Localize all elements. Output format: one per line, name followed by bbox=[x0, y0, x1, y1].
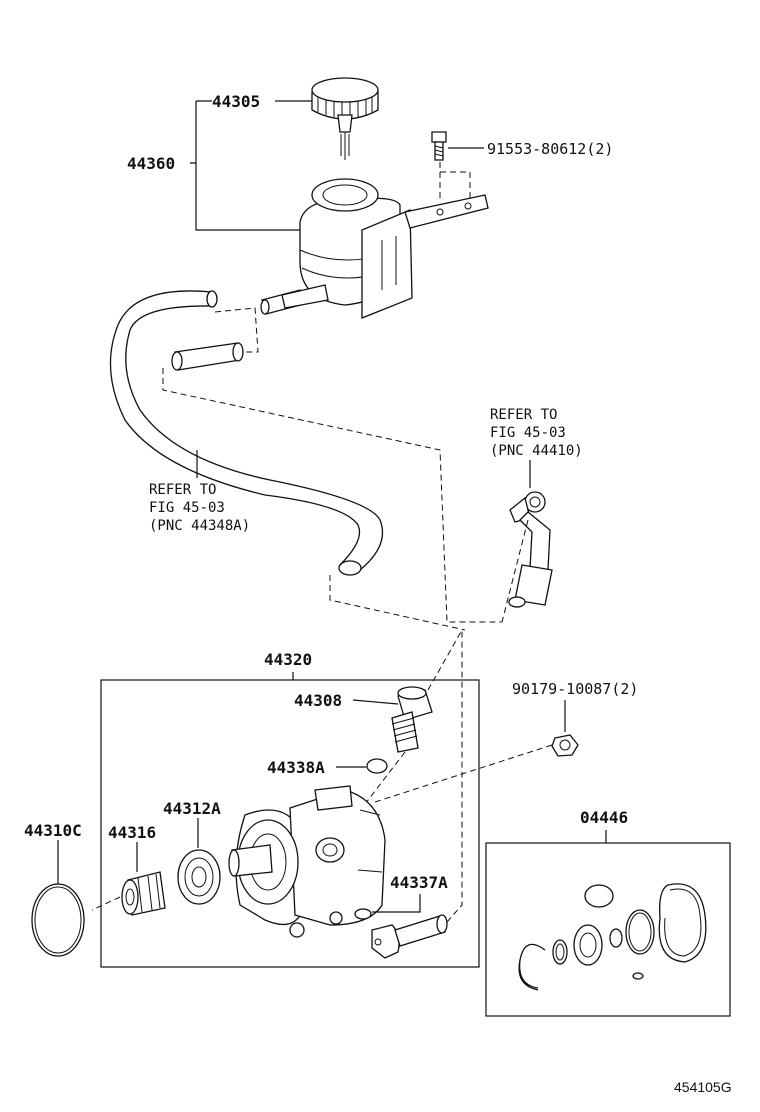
ref-return-line2: FIG 45-03 bbox=[149, 500, 225, 516]
ref-pressure-hose: REFER TO FIG 45-03 (PNC 44410) bbox=[490, 407, 583, 488]
label-44312A: 44312A bbox=[163, 799, 221, 818]
bolt-drawing bbox=[431, 131, 471, 202]
leader-44308: 44308 bbox=[294, 691, 399, 710]
leader-bolt: 91553-80612(2) bbox=[448, 140, 613, 158]
label-44316: 44316 bbox=[108, 823, 156, 842]
o-ring-44338A-drawing bbox=[366, 758, 388, 774]
gasket-ring-drawing bbox=[31, 883, 85, 957]
label-44310C: 44310C bbox=[24, 821, 82, 840]
pump-assembly-frame: 44320 bbox=[100, 650, 480, 968]
nut-drawing bbox=[374, 734, 579, 803]
reservoir-cap-drawing bbox=[311, 77, 379, 160]
label-04446: 04446 bbox=[580, 808, 628, 827]
leader-44360: 44360 bbox=[127, 100, 300, 231]
ref-pressure-line3: (PNC 44410) bbox=[490, 443, 583, 459]
label-bolt: 91553-80612(2) bbox=[487, 140, 613, 158]
ref-return-hose: REFER TO FIG 45-03 (PNC 44348A) bbox=[149, 450, 250, 534]
pump-body-drawing bbox=[228, 785, 386, 938]
label-44337A: 44337A bbox=[390, 873, 448, 892]
bearing-drawing bbox=[177, 849, 221, 905]
leader-44316: 44316 bbox=[108, 823, 156, 872]
pressure-hose-drawing bbox=[501, 491, 553, 623]
label-44305: 44305 bbox=[212, 92, 260, 111]
label-44308: 44308 bbox=[294, 691, 342, 710]
label-44360: 44360 bbox=[127, 154, 175, 173]
label-44320: 44320 bbox=[264, 650, 312, 669]
gasket-kit-parts-drawing bbox=[518, 883, 707, 991]
leader-44337A: 44337A bbox=[372, 873, 448, 913]
reservoir-drawing bbox=[260, 178, 489, 319]
label-nut: 90179-10087(2) bbox=[512, 680, 638, 698]
leader-nut: 90179-10087(2) bbox=[512, 680, 638, 732]
ref-return-line3: (PNC 44348A) bbox=[149, 518, 250, 534]
pulley-hub-drawing bbox=[91, 871, 166, 916]
ref-return-line1: REFER TO bbox=[149, 482, 216, 498]
ref-pressure-line1: REFER TO bbox=[490, 407, 557, 423]
return-hose-drawing bbox=[109, 290, 502, 631]
gasket-kit-frame: 04446 bbox=[485, 808, 731, 1017]
label-44338A: 44338A bbox=[267, 758, 325, 777]
figure-id: 454105G bbox=[674, 1079, 732, 1095]
leader-44305: 44305 bbox=[212, 92, 312, 111]
leader-44338A: 44338A bbox=[267, 758, 366, 777]
leader-44312A: 44312A bbox=[163, 799, 221, 848]
o-ring-44337A-drawing bbox=[354, 630, 463, 959]
ref-pressure-line2: FIG 45-03 bbox=[490, 425, 566, 441]
leader-44310C: 44310C bbox=[24, 821, 82, 884]
